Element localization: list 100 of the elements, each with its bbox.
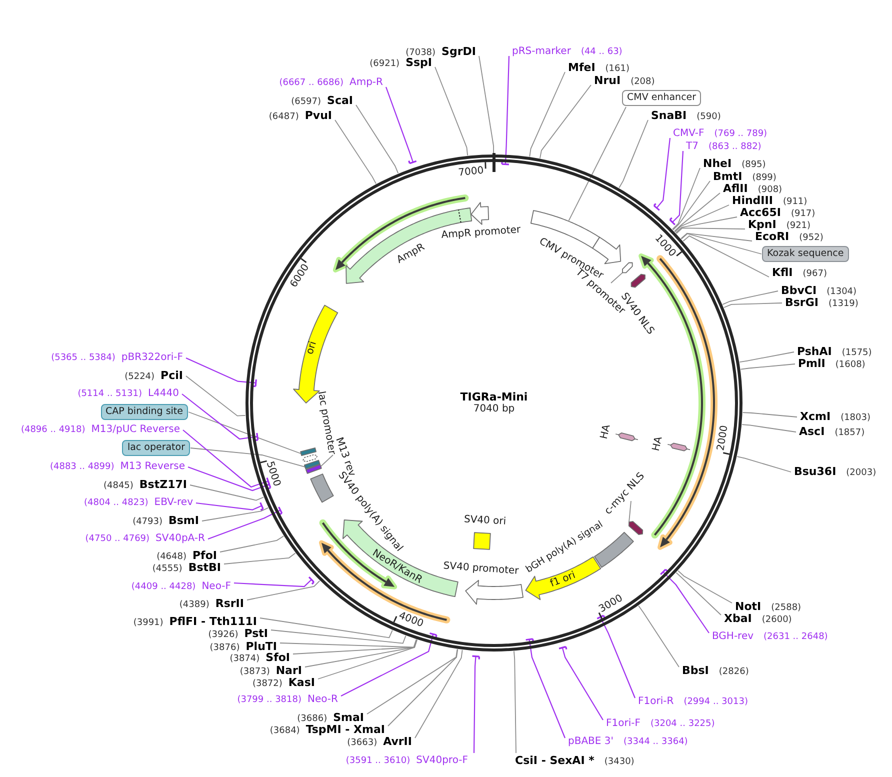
enzyme-name: PvuI <box>304 110 332 121</box>
site-position: (952) <box>799 234 824 243</box>
leader-line <box>356 104 399 174</box>
enzyme-name: PciI <box>160 370 183 381</box>
primer-name: Neo-R <box>308 695 338 705</box>
enzyme-name: BbsI <box>682 665 709 676</box>
primer-name: F1ori-R <box>638 697 674 707</box>
enzyme-name: PfoI <box>192 550 217 561</box>
enzyme-name: NruI <box>594 75 621 86</box>
leader-line <box>246 580 320 600</box>
leader-line <box>190 484 264 501</box>
primer-range: (3344 .. 3364) <box>624 738 688 747</box>
site-position: (4845) <box>103 482 134 491</box>
leader-line <box>540 84 592 159</box>
leader-line <box>186 358 257 388</box>
enzyme-name: HindIII <box>732 195 773 206</box>
enzyme-name: BsrGI <box>785 297 818 308</box>
enzyme-name: PmlI <box>798 358 826 369</box>
enzyme-name: AvrII <box>383 736 412 747</box>
primer-name: Neo-F <box>202 582 231 592</box>
leader-line <box>618 120 648 188</box>
primer-range: (4896 .. 4918) <box>20 426 86 435</box>
leader-line <box>190 448 306 468</box>
enzyme-name: SspI <box>406 57 432 68</box>
primer-range: (5114 .. 5131) <box>78 390 142 399</box>
primer-name: pRS-marker <box>512 47 571 57</box>
leader-line <box>260 618 393 638</box>
leader-line <box>676 228 746 234</box>
leader-line <box>724 302 782 308</box>
leader-line <box>529 72 566 157</box>
site-position: (3684) <box>270 727 300 736</box>
enzyme-name: PstI <box>244 628 268 639</box>
leader-line <box>660 568 710 634</box>
site-position: (908) <box>758 186 782 195</box>
leader-line <box>320 454 334 467</box>
primer-range: (4409 .. 4428) <box>131 583 196 592</box>
leader-line <box>182 394 259 442</box>
site-position: (5224) <box>124 373 155 382</box>
leader-line <box>676 572 722 616</box>
leader-line <box>739 352 794 363</box>
leader-line <box>672 180 710 230</box>
site-position: (967) <box>802 270 827 279</box>
leader-line <box>742 412 798 418</box>
primer-name: CMV-F <box>673 129 704 139</box>
tick-label: 2000 <box>716 424 731 452</box>
leader-line <box>525 638 566 738</box>
primer-name: L4440 <box>148 389 179 399</box>
site-position: (6487) <box>268 113 299 122</box>
site-position: (1803) <box>840 414 870 423</box>
primer-name: SV40pro-F <box>416 756 468 766</box>
site-position: (7038) <box>406 49 436 58</box>
site-position: (4555) <box>152 565 182 574</box>
leader-line <box>224 552 296 564</box>
site-position: (6921) <box>370 60 400 69</box>
enzyme-name: NotI <box>735 601 762 612</box>
enzyme-name: ScaI <box>327 95 353 106</box>
leader-line <box>558 646 604 720</box>
site-position: (3663) <box>347 739 378 748</box>
leader-line <box>478 56 494 154</box>
primer-name: pBR322ori-F <box>121 353 183 363</box>
primer-name: BGH-rev <box>712 632 754 642</box>
site-position: (3430) <box>604 758 634 767</box>
enzyme-name: RsrII <box>215 598 244 609</box>
enzyme-name: TspMI - XmaI <box>306 724 385 735</box>
site-position: (590) <box>696 113 721 122</box>
leader-line <box>292 639 418 654</box>
enzyme-name: PluTI <box>246 641 277 652</box>
primer-range: (44 .. 63) <box>580 48 622 57</box>
leader-line <box>501 56 510 166</box>
feature-label: AmpR promoter <box>440 224 522 242</box>
feature-label: lac operator <box>122 440 190 456</box>
primer-range: (4804 .. 4823) <box>84 499 148 508</box>
leader-line <box>385 86 418 164</box>
leader-line <box>196 502 264 511</box>
feature-label: SV40 ori <box>464 514 506 528</box>
leader-line <box>388 648 458 726</box>
leader-line <box>610 272 623 284</box>
leader-line <box>270 630 406 644</box>
enzyme-name: KpnI <box>748 219 776 230</box>
leader-line <box>674 192 720 232</box>
enzyme-name: SmaI <box>333 712 364 723</box>
site-position: (1575) <box>842 349 872 358</box>
primer-name: Amp-R <box>350 78 383 88</box>
enzyme-name: EcoRI <box>755 231 790 242</box>
enzyme-name: BstBI <box>188 562 221 573</box>
leader-line <box>208 506 283 540</box>
primer-range: (769 .. 789) <box>714 130 768 139</box>
site-position: (2826) <box>718 668 749 677</box>
leader-line <box>682 235 770 278</box>
primer-name: M13 Reverse <box>120 462 185 472</box>
leader-line <box>188 466 272 492</box>
leader-line <box>340 632 438 696</box>
enzyme-name: SgrDI <box>442 46 476 57</box>
site-position: (4389) <box>179 601 210 610</box>
leader-line <box>186 376 246 416</box>
leader-line <box>366 648 458 714</box>
primer-range: (3204 .. 3225) <box>650 720 715 729</box>
leader-line <box>742 424 796 432</box>
feature-label: lac promoter <box>314 390 338 456</box>
enzyme-name: SfoI <box>266 652 290 663</box>
